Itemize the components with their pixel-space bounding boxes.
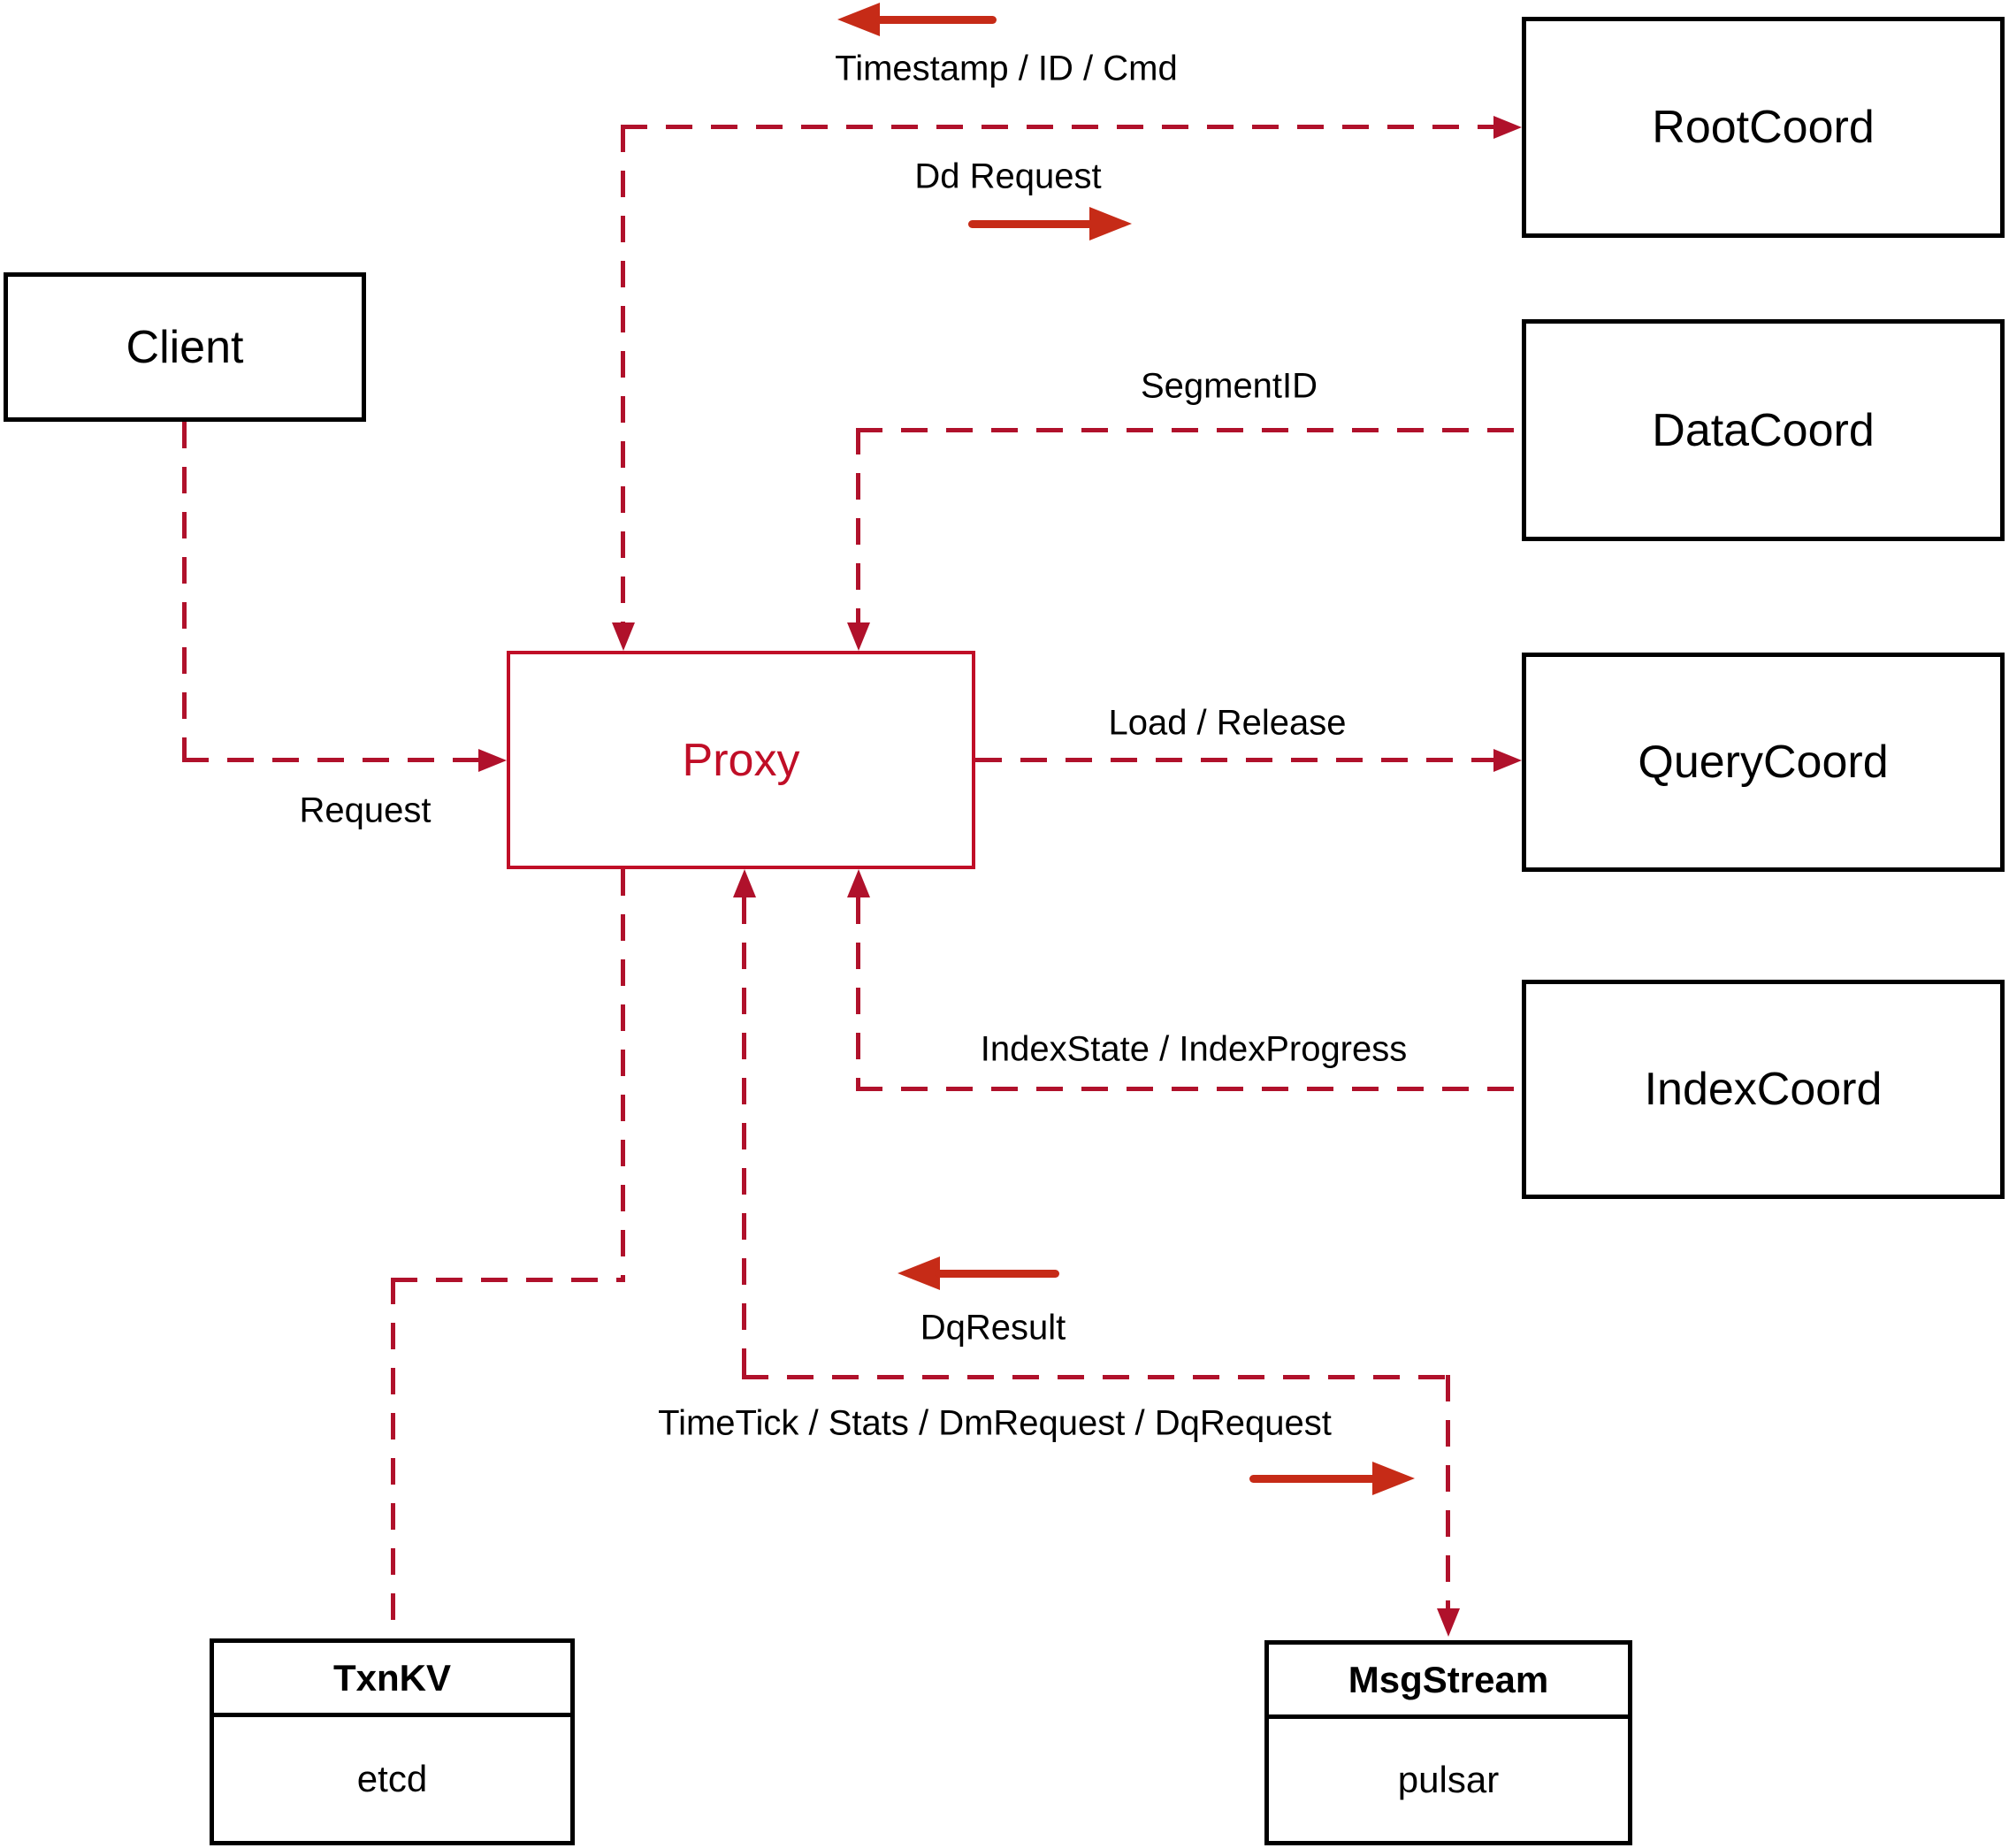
timestamp-direction-arrowhead	[837, 3, 880, 36]
dd-request-direction-arrowhead	[1089, 207, 1132, 241]
querycoord-node: QueryCoord	[1522, 653, 2005, 872]
edge-client-proxy-vertical	[182, 422, 187, 762]
edge-proxy-rootcoord-vertical	[621, 126, 625, 624]
edge-indexcoord-proxy-horizontal	[856, 1087, 1522, 1091]
edge-label-segmentid: SegmentID	[1140, 366, 1318, 406]
edge-client-proxy-horizontal	[182, 758, 478, 762]
txnkv-title-label: TxnKV	[332, 1656, 451, 1699]
msgstream-implementation-label: pulsar	[1397, 1759, 1500, 1800]
timetick-direction-arrow-shaft	[1249, 1475, 1377, 1483]
dqresult-direction-arrowhead	[898, 1256, 940, 1290]
edge-datacoord-proxy-vertical	[856, 428, 860, 622]
edge-datacoord-proxy-arrowhead-into-proxy	[847, 622, 870, 651]
querycoord-node-label: QueryCoord	[1638, 737, 1889, 788]
edge-client-proxy-arrowhead-into-proxy	[478, 749, 507, 772]
edge-label-indexstate-indexprogress: IndexState / IndexProgress	[980, 1029, 1408, 1069]
edge-proxy-msgstream-vertical-right	[1446, 1375, 1450, 1608]
dd-request-direction-arrow-shaft	[968, 220, 1094, 228]
dqresult-direction-arrow-shaft	[936, 1270, 1059, 1278]
msgstream-title-label: MsgStream	[1348, 1658, 1549, 1700]
edge-proxy-rootcoord-arrowhead-into-proxy	[612, 622, 635, 651]
proxy-node-label: Proxy	[682, 734, 800, 786]
msgstream-node: MsgStream pulsar	[1264, 1640, 1632, 1845]
txnkv-implementation-label: etcd	[356, 1758, 428, 1799]
edge-msgstream-proxy-arrowhead-into-proxy	[733, 869, 756, 897]
edge-proxy-msgstream-vertical-left	[742, 897, 746, 1380]
client-node: Client	[4, 272, 366, 422]
datacoord-node-label: DataCoord	[1652, 404, 1875, 456]
datacoord-node: DataCoord	[1522, 319, 2005, 541]
edge-label-timestamp-id-cmd: Timestamp / ID / Cmd	[835, 49, 1178, 88]
edge-proxy-querycoord-arrowhead-into-querycoord	[1493, 749, 1522, 772]
rootcoord-node: RootCoord	[1522, 17, 2005, 238]
timestamp-direction-arrow-shaft	[875, 16, 997, 24]
edge-label-load-release: Load / Release	[1108, 703, 1347, 743]
edge-datacoord-proxy-horizontal	[856, 428, 1522, 432]
edge-label-dd-request: Dd Request	[914, 157, 1102, 196]
edge-indexcoord-proxy-vertical	[856, 897, 860, 1091]
rootcoord-node-label: RootCoord	[1652, 102, 1875, 153]
edge-proxy-txnkv-vertical-lower	[391, 1278, 395, 1638]
edge-proxy-msgstream-horizontal	[742, 1375, 1450, 1379]
edge-proxy-querycoord-horizontal	[975, 758, 1493, 762]
timetick-direction-arrowhead	[1372, 1462, 1415, 1495]
txnkv-node: TxnKV etcd	[210, 1638, 575, 1845]
client-node-label: Client	[126, 321, 244, 373]
indexcoord-node-label: IndexCoord	[1644, 1064, 1883, 1115]
edge-proxy-txnkv-horizontal	[391, 1278, 625, 1282]
msgstream-node-implementation: pulsar	[1269, 1719, 1628, 1841]
proxy-node: Proxy	[507, 651, 975, 869]
edge-proxy-rootcoord-horizontal	[621, 125, 1493, 129]
edge-label-timetick-stats-dmrequest-dqrequest: TimeTick / Stats / DmRequest / DqRequest	[658, 1403, 1332, 1443]
txnkv-node-implementation: etcd	[214, 1717, 570, 1841]
txnkv-node-title: TxnKV	[214, 1643, 570, 1717]
edge-proxy-msgstream-arrowhead-into-msgstream	[1437, 1608, 1460, 1637]
edge-indexcoord-proxy-arrowhead-into-proxy	[847, 869, 870, 897]
edge-proxy-rootcoord-arrowhead-into-rootcoord	[1493, 116, 1522, 139]
msgstream-node-title: MsgStream	[1269, 1645, 1628, 1719]
edge-proxy-txnkv-vertical-upper	[621, 869, 625, 1282]
edge-label-request: Request	[299, 790, 432, 830]
indexcoord-node: IndexCoord	[1522, 980, 2005, 1199]
edge-label-dqresult: DqResult	[920, 1308, 1066, 1348]
